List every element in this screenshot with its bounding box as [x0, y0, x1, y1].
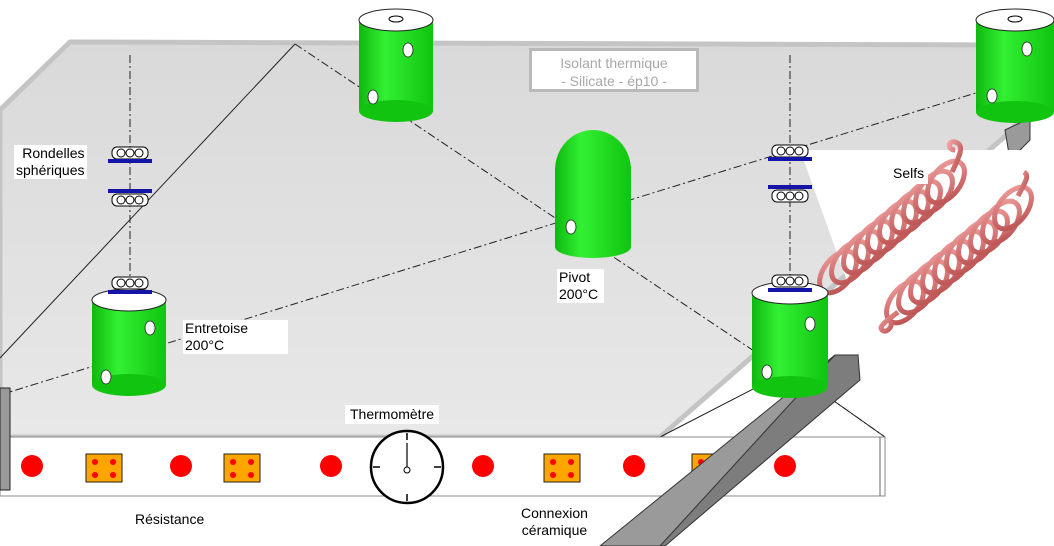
- coil-right: [878, 169, 1034, 334]
- pivot-label: Pivot 200°C: [557, 269, 605, 303]
- pivot-support: [555, 130, 631, 258]
- washer-stack-left-low: [108, 276, 152, 294]
- washers-label-line1: Rondelles: [22, 145, 85, 161]
- washer-stack-left-top: [108, 146, 152, 163]
- heater-dot: [472, 455, 494, 477]
- insulation-label-line2: - Silicate - ép10 -: [561, 73, 667, 89]
- ceramic-connector: [543, 453, 581, 483]
- heater-dot: [21, 455, 43, 477]
- spacer-label-line2: 200°C: [185, 337, 225, 353]
- spacer-top-right: [975, 8, 1054, 123]
- spacer-right: [751, 281, 829, 398]
- left-bracket: [0, 387, 11, 491]
- heater-dot: [170, 455, 192, 477]
- washer-stack-left-mid: [108, 189, 152, 207]
- heater-elements: [21, 453, 796, 483]
- thermometer-label: Thermomètre: [345, 405, 440, 424]
- selfs-label: Selfs: [889, 163, 929, 184]
- heater-dot: [774, 455, 796, 477]
- thermometer-label-text: Thermomètre: [350, 406, 435, 422]
- insulation-label: Isolant thermique - Silicate - ép10 -: [529, 48, 699, 92]
- spacer-label: Entretoise 200°C: [183, 320, 289, 354]
- ceramic-connector: [223, 453, 261, 483]
- washer-stack-right-mid: [768, 185, 812, 203]
- ceramic-connector: [85, 453, 123, 483]
- washer-stack-right-low: [768, 274, 812, 292]
- coil-left: [817, 139, 967, 296]
- selfs-label-text: Selfs: [893, 165, 925, 181]
- insulation-label-line1: Isolant thermique: [560, 55, 668, 71]
- spacer-top-center: [358, 8, 434, 122]
- heater-dot: [623, 455, 645, 477]
- resistance-label-text: Résistance: [135, 511, 205, 527]
- washers-label-line2: sphériques: [16, 162, 85, 178]
- washer-stack-right-top: [768, 144, 812, 161]
- washers-label: Rondelles sphériques: [14, 145, 87, 179]
- angle-bracket-right: [599, 117, 1031, 546]
- spacer-label-line1: Entretoise: [185, 320, 249, 336]
- heater-dot: [320, 455, 342, 477]
- connection-label-line1: Connexion: [521, 505, 588, 521]
- pivot-label-line1: Pivot: [559, 269, 591, 285]
- resistance-label: Résistance: [133, 511, 206, 528]
- spacer-left: [91, 288, 167, 396]
- pivot-label-line2: 200°C: [559, 286, 599, 302]
- connection-label-line2: céramique: [521, 522, 588, 538]
- thermometer-dial: [369, 429, 445, 505]
- connection-label: Connexion céramique: [519, 505, 590, 539]
